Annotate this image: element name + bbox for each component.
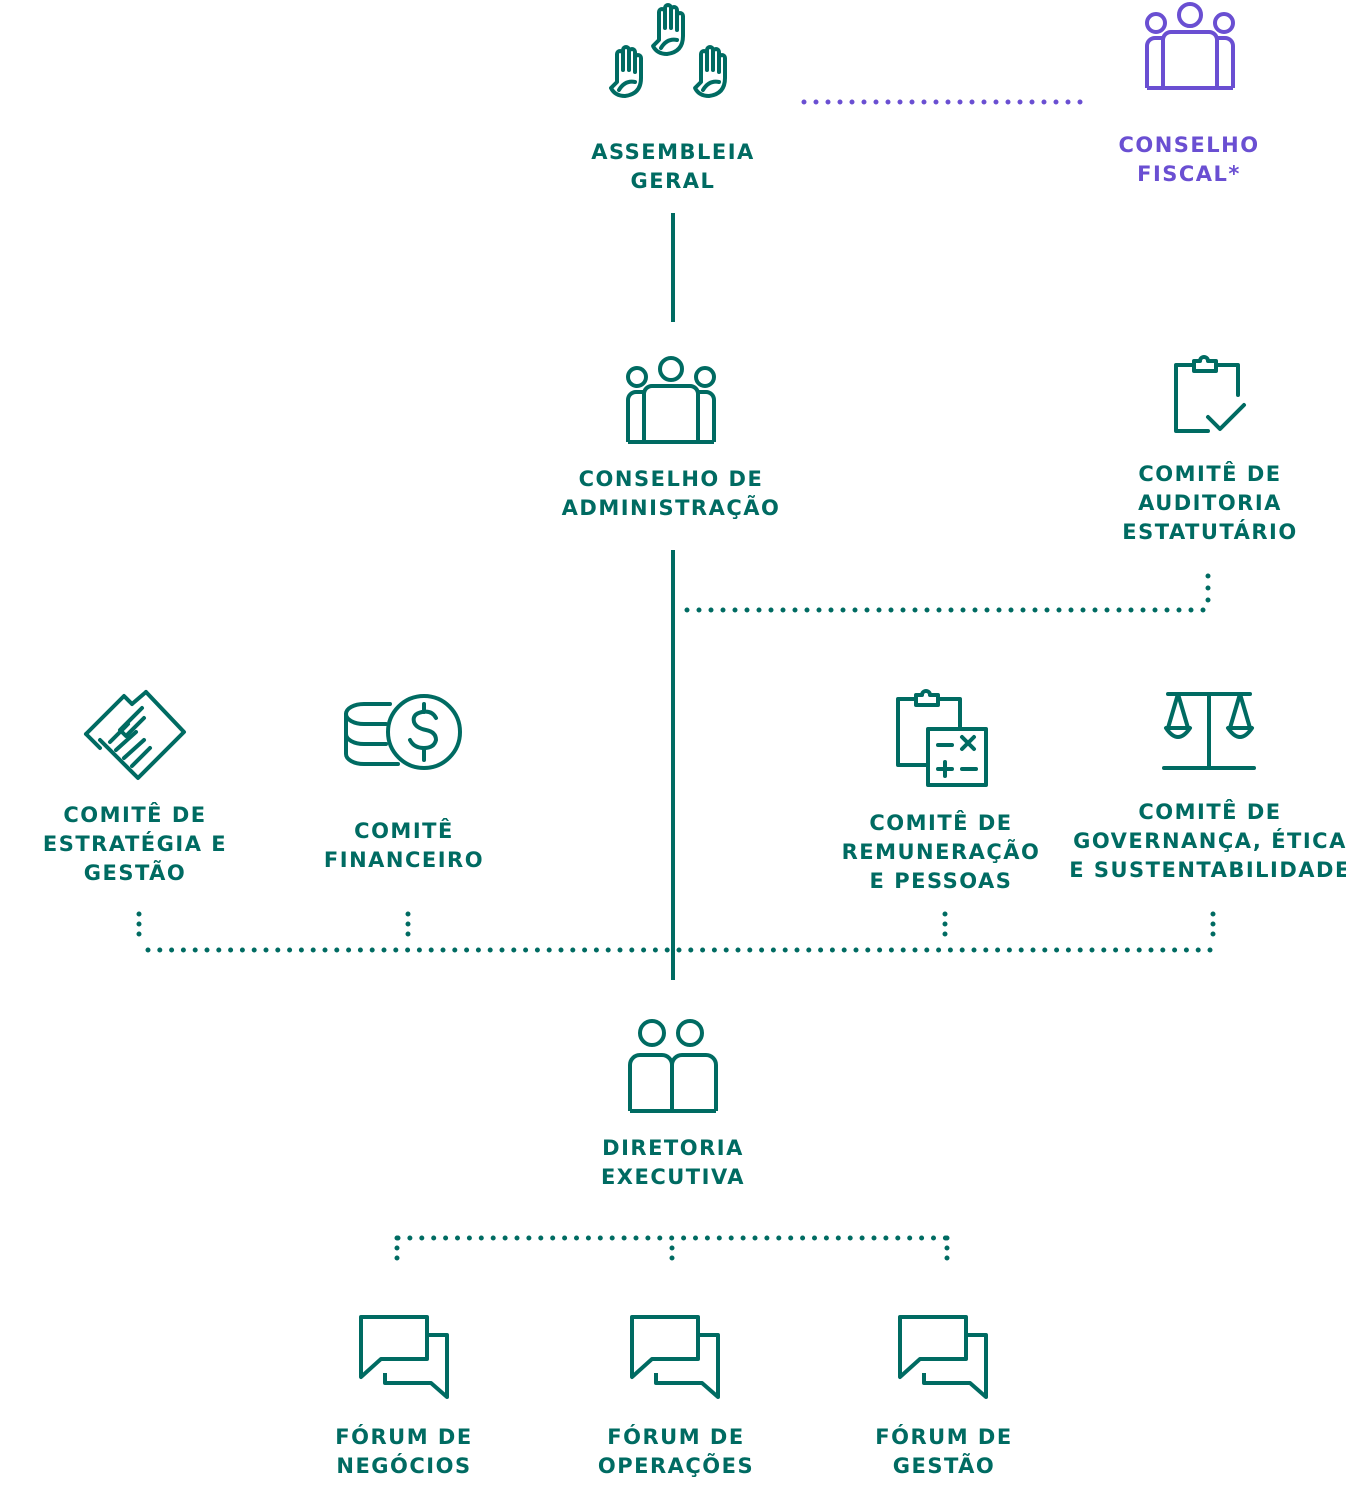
assembleia-line-1: ASSEMBLEIA: [591, 140, 755, 164]
node-conselho-fiscal: CONSELHO FISCAL*: [1118, 131, 1259, 189]
financeiro-line-1: COMITÊ: [354, 819, 454, 843]
chat-bubbles-icon: [630, 1315, 720, 1399]
conselho-adm-line-2: ADMINISTRAÇÃO: [561, 496, 781, 520]
remuneracao-line-1: COMITÊ DE: [869, 811, 1013, 835]
estrategia-line-1: COMITÊ DE: [63, 803, 207, 827]
node-comite-remuneracao: COMITÊ DE REMUNERAÇÃO E PESSOAS: [842, 809, 1041, 896]
node-forum-negocios: FÓRUM DE NEGÓCIOS: [335, 1423, 472, 1481]
auditoria-line-3: ESTATUTÁRIO: [1122, 520, 1298, 544]
node-diretoria-executiva: DIRETORIA EXECUTIVA: [601, 1134, 745, 1192]
governanca-line-3: E SUSTENTABILIDADE: [1069, 858, 1346, 882]
two-people-icon: [628, 1019, 718, 1113]
clipboard-check-icon: [1174, 355, 1246, 433]
operacoes-line-2: OPERAÇÕES: [597, 1454, 755, 1478]
node-comite-estrategia: COMITÊ DE ESTRATÉGIA E GESTÃO: [43, 801, 227, 888]
group-people-icon: [1145, 2, 1235, 90]
handshake-icon: [84, 690, 186, 780]
chat-bubbles-icon: [898, 1315, 988, 1399]
remuneracao-line-2: REMUNERAÇÃO: [841, 840, 1041, 864]
negocios-line-2: NEGÓCIOS: [336, 1454, 472, 1478]
estrategia-line-3: GESTÃO: [83, 861, 187, 885]
node-comite-auditoria: COMITÊ DE AUDITORIA ESTATUTÁRIO: [1122, 460, 1297, 547]
scales-icon: [1162, 692, 1256, 770]
gestao-line-2: GESTÃO: [892, 1454, 996, 1478]
node-forum-gestao: FÓRUM DE GESTÃO: [875, 1423, 1012, 1481]
raised-hands-icon: [609, 3, 727, 98]
chat-bubbles-icon: [359, 1315, 449, 1399]
operacoes-line-1: FÓRUM DE: [607, 1425, 745, 1449]
clipboard-calculator-icon: [896, 689, 988, 787]
conselho-fiscal-line-2: FISCAL*: [1137, 162, 1241, 186]
financeiro-line-2: FINANCEIRO: [323, 848, 485, 872]
remuneracao-line-3: E PESSOAS: [869, 869, 1013, 893]
node-conselho-administracao: CONSELHO DE ADMINISTRAÇÃO: [562, 465, 781, 523]
coins-dollar-icon: [344, 694, 462, 770]
conselho-adm-line-1: CONSELHO DE: [578, 467, 764, 491]
governanca-line-2: GOVERNANÇA, ÉTICA: [1073, 829, 1346, 853]
diretoria-line-1: DIRETORIA: [602, 1136, 744, 1160]
estrategia-line-2: ESTRATÉGIA E: [42, 832, 228, 856]
negocios-line-1: FÓRUM DE: [335, 1425, 473, 1449]
gestao-line-1: FÓRUM DE: [875, 1425, 1013, 1449]
conselho-fiscal-line-1: CONSELHO: [1118, 133, 1260, 157]
group-people-icon: [626, 356, 716, 444]
governanca-line-1: COMITÊ DE: [1138, 800, 1282, 824]
node-comite-governanca: COMITÊ DE GOVERNANÇA, ÉTICA E SUSTENTABI…: [1069, 798, 1346, 885]
diretoria-line-2: EXECUTIVA: [600, 1165, 746, 1189]
assembleia-line-2: GERAL: [630, 169, 716, 193]
node-forum-operacoes: FÓRUM DE OPERAÇÕES: [598, 1423, 754, 1481]
auditoria-line-2: AUDITORIA: [1138, 491, 1282, 515]
node-comite-financeiro: COMITÊ FINANCEIRO: [324, 817, 484, 875]
node-assembleia-geral: ASSEMBLEIA GERAL: [591, 138, 755, 196]
auditoria-line-1: COMITÊ DE: [1138, 462, 1282, 486]
